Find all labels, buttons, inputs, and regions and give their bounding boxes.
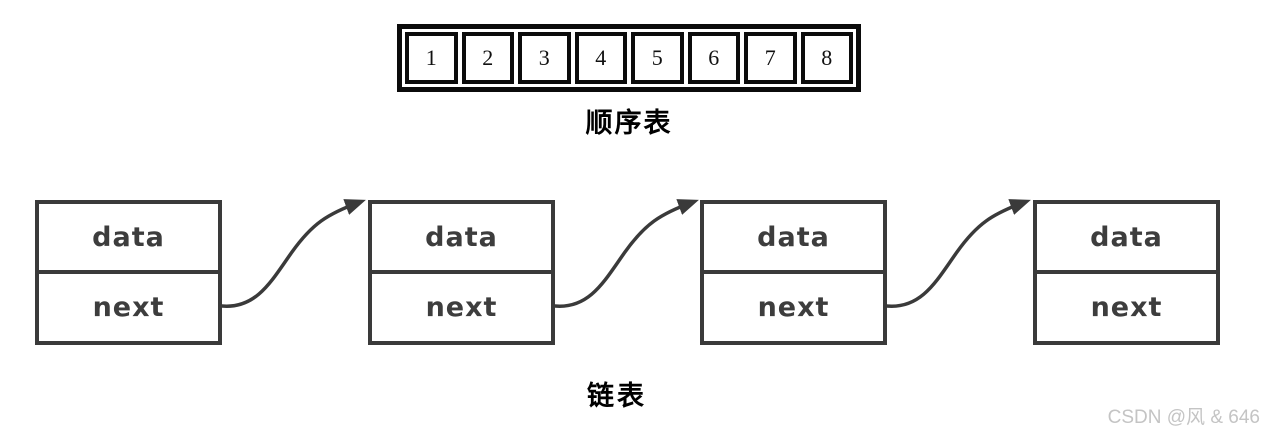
sequential-list-label: 顺序表: [585, 108, 673, 138]
csdn-watermark: CSDN @风 & 646: [1107, 407, 1260, 428]
array-cell: 3: [518, 32, 571, 84]
linked-list-node: data next: [700, 200, 887, 345]
array-cell: 1: [405, 32, 458, 84]
node-data-field: data: [1037, 204, 1216, 274]
linked-list-node: data next: [35, 200, 222, 345]
array-cell: 7: [744, 32, 797, 84]
sequential-list: 1 2 3 4 5 6 7 8: [397, 24, 861, 92]
next-pointer-arrow-1: [220, 199, 366, 308]
linked-list-label: 链表: [587, 381, 647, 411]
node-next-field: next: [425, 292, 498, 323]
array-cell: 8: [800, 32, 853, 84]
node-next-field: next: [757, 292, 830, 323]
array-cell: 6: [687, 32, 740, 84]
array-cell: 2: [461, 32, 514, 84]
node-data-field: data: [39, 204, 218, 274]
node-next-field: next: [1090, 292, 1163, 323]
node-data-field: data: [372, 204, 551, 274]
array-cell: 4: [574, 32, 627, 84]
linked-list-node: data next: [1033, 200, 1220, 345]
node-next-field: next: [92, 292, 165, 323]
next-pointer-arrow-2: [553, 199, 699, 308]
linked-list-node: data next: [368, 200, 555, 345]
node-data-field: data: [704, 204, 883, 274]
array-cell: 5: [631, 32, 684, 84]
next-pointer-arrow-3: [885, 199, 1031, 308]
